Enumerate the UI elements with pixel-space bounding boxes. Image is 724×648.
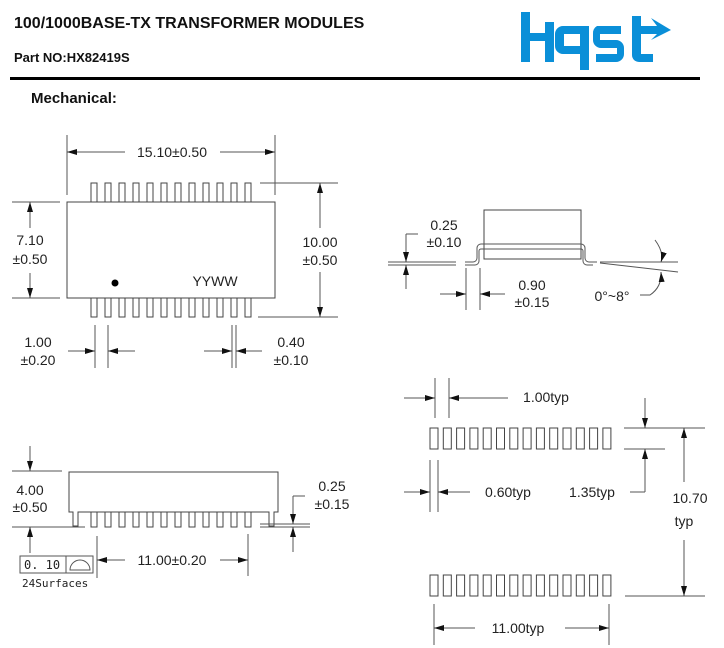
- dim-pad-length: 1.35typ: [569, 484, 615, 500]
- pin: [188, 182, 196, 203]
- pin: [174, 182, 182, 203]
- pad: [562, 574, 572, 597]
- dim-overall-width: 10.00: [302, 234, 337, 250]
- pad: [429, 427, 439, 450]
- pin: [188, 297, 196, 318]
- dim-body-width-tol: ±0.50: [13, 251, 48, 267]
- dim-body-width: 7.10: [16, 232, 43, 248]
- pad: [589, 427, 599, 450]
- part-number: Part NO:HX82419S: [14, 50, 130, 65]
- dim-lead-thickness: 0.25: [430, 217, 457, 233]
- dim-foot-angle: 0°~8°: [595, 288, 630, 304]
- pad: [522, 427, 532, 450]
- pin: [244, 297, 252, 318]
- pad: [602, 427, 612, 450]
- pin: [118, 297, 126, 318]
- package-body: [66, 201, 276, 299]
- pin: [118, 182, 126, 203]
- pin: [174, 297, 182, 318]
- pad: [535, 427, 545, 450]
- dim-height-tol: ±0.50: [13, 499, 48, 515]
- pad: [602, 574, 612, 597]
- pad: [456, 427, 466, 450]
- pin: [132, 297, 140, 318]
- header-divider: [10, 77, 700, 80]
- pin: [244, 182, 252, 203]
- pad: [496, 427, 505, 450]
- dim-foot-length-tol: ±0.15: [515, 294, 550, 310]
- pin: [90, 297, 98, 318]
- pin: [202, 297, 210, 318]
- front-view: 4.00 ±0.50 0.25 ±0.15 11.00±0.20 0. 10 2…: [12, 446, 350, 590]
- side-view: 0.25 ±0.10 0.90 ±0.15 0°~8°: [388, 209, 679, 310]
- dim-pitch-tol: ±0.20: [21, 352, 56, 368]
- pin: [230, 182, 238, 203]
- pad: [469, 427, 479, 450]
- dim-footprint-span: 11.00typ: [492, 620, 545, 636]
- pad: [575, 574, 585, 597]
- pin1-dot: [111, 279, 119, 287]
- top-view: YYWW 15.10±0.50 10.00 ±0.50 7.10 ±0.50 1…: [12, 135, 338, 368]
- pad: [522, 574, 532, 597]
- pad: [535, 574, 545, 597]
- dim-pad-width: 0.60typ: [485, 484, 531, 500]
- pad: [509, 427, 519, 450]
- pad: [456, 574, 466, 597]
- pin: [160, 182, 168, 203]
- dim-length: 15.10±0.50: [137, 144, 207, 160]
- pad: [442, 427, 452, 450]
- pin: [202, 182, 210, 203]
- coplanarity-value: 0. 10: [24, 558, 60, 572]
- pad: [469, 574, 479, 597]
- section-title: Mechanical:: [31, 90, 117, 107]
- dim-span: 11.00±0.20: [138, 552, 207, 568]
- dim-lead-thickness-tol: ±0.10: [427, 234, 462, 250]
- dim-height: 4.00: [16, 482, 43, 498]
- dim-standoff: 0.25: [318, 478, 345, 494]
- pad: [575, 427, 585, 450]
- pin: [160, 297, 168, 318]
- coplanarity-note: 24Surfaces: [22, 577, 88, 590]
- hqst-logo: [521, 12, 671, 70]
- dim-lead-width-tol: ±0.10: [274, 352, 309, 368]
- dim-overall-width-tol: ±0.50: [303, 252, 338, 268]
- pad: [482, 427, 492, 450]
- pad: [509, 574, 519, 597]
- pin: [90, 182, 98, 203]
- dim-foot-length: 0.90: [518, 277, 545, 293]
- coplanarity-frame: [19, 555, 94, 574]
- pin: [132, 182, 140, 203]
- pad: [549, 427, 559, 450]
- date-code-marking: YYWW: [192, 273, 238, 289]
- document-title: 100/1000BASE-TX TRANSFORMER MODULES: [14, 15, 365, 32]
- dim-row-span: 10.70: [672, 490, 707, 506]
- dim-lead-width: 0.40: [277, 334, 304, 350]
- pad: [589, 574, 599, 597]
- pad: [549, 574, 559, 597]
- dim-pad-pitch: 1.00typ: [523, 389, 569, 405]
- pad: [429, 574, 439, 597]
- dim-standoff-tol: ±0.15: [315, 496, 350, 512]
- pin: [104, 297, 112, 318]
- pin: [104, 182, 112, 203]
- pin: [216, 297, 224, 318]
- pin: [216, 182, 224, 203]
- pcb-footprint: 1.00typ 0.60typ 1.35typ 10.70 typ 11.00t…: [404, 378, 708, 645]
- pad: [442, 574, 452, 597]
- dim-pitch: 1.00: [24, 334, 51, 350]
- pad: [482, 574, 492, 597]
- pad: [496, 574, 505, 597]
- dim-row-span-unit: typ: [675, 513, 694, 529]
- pin: [146, 297, 154, 318]
- pin: [146, 182, 154, 203]
- pad: [562, 427, 572, 450]
- pin: [230, 297, 238, 318]
